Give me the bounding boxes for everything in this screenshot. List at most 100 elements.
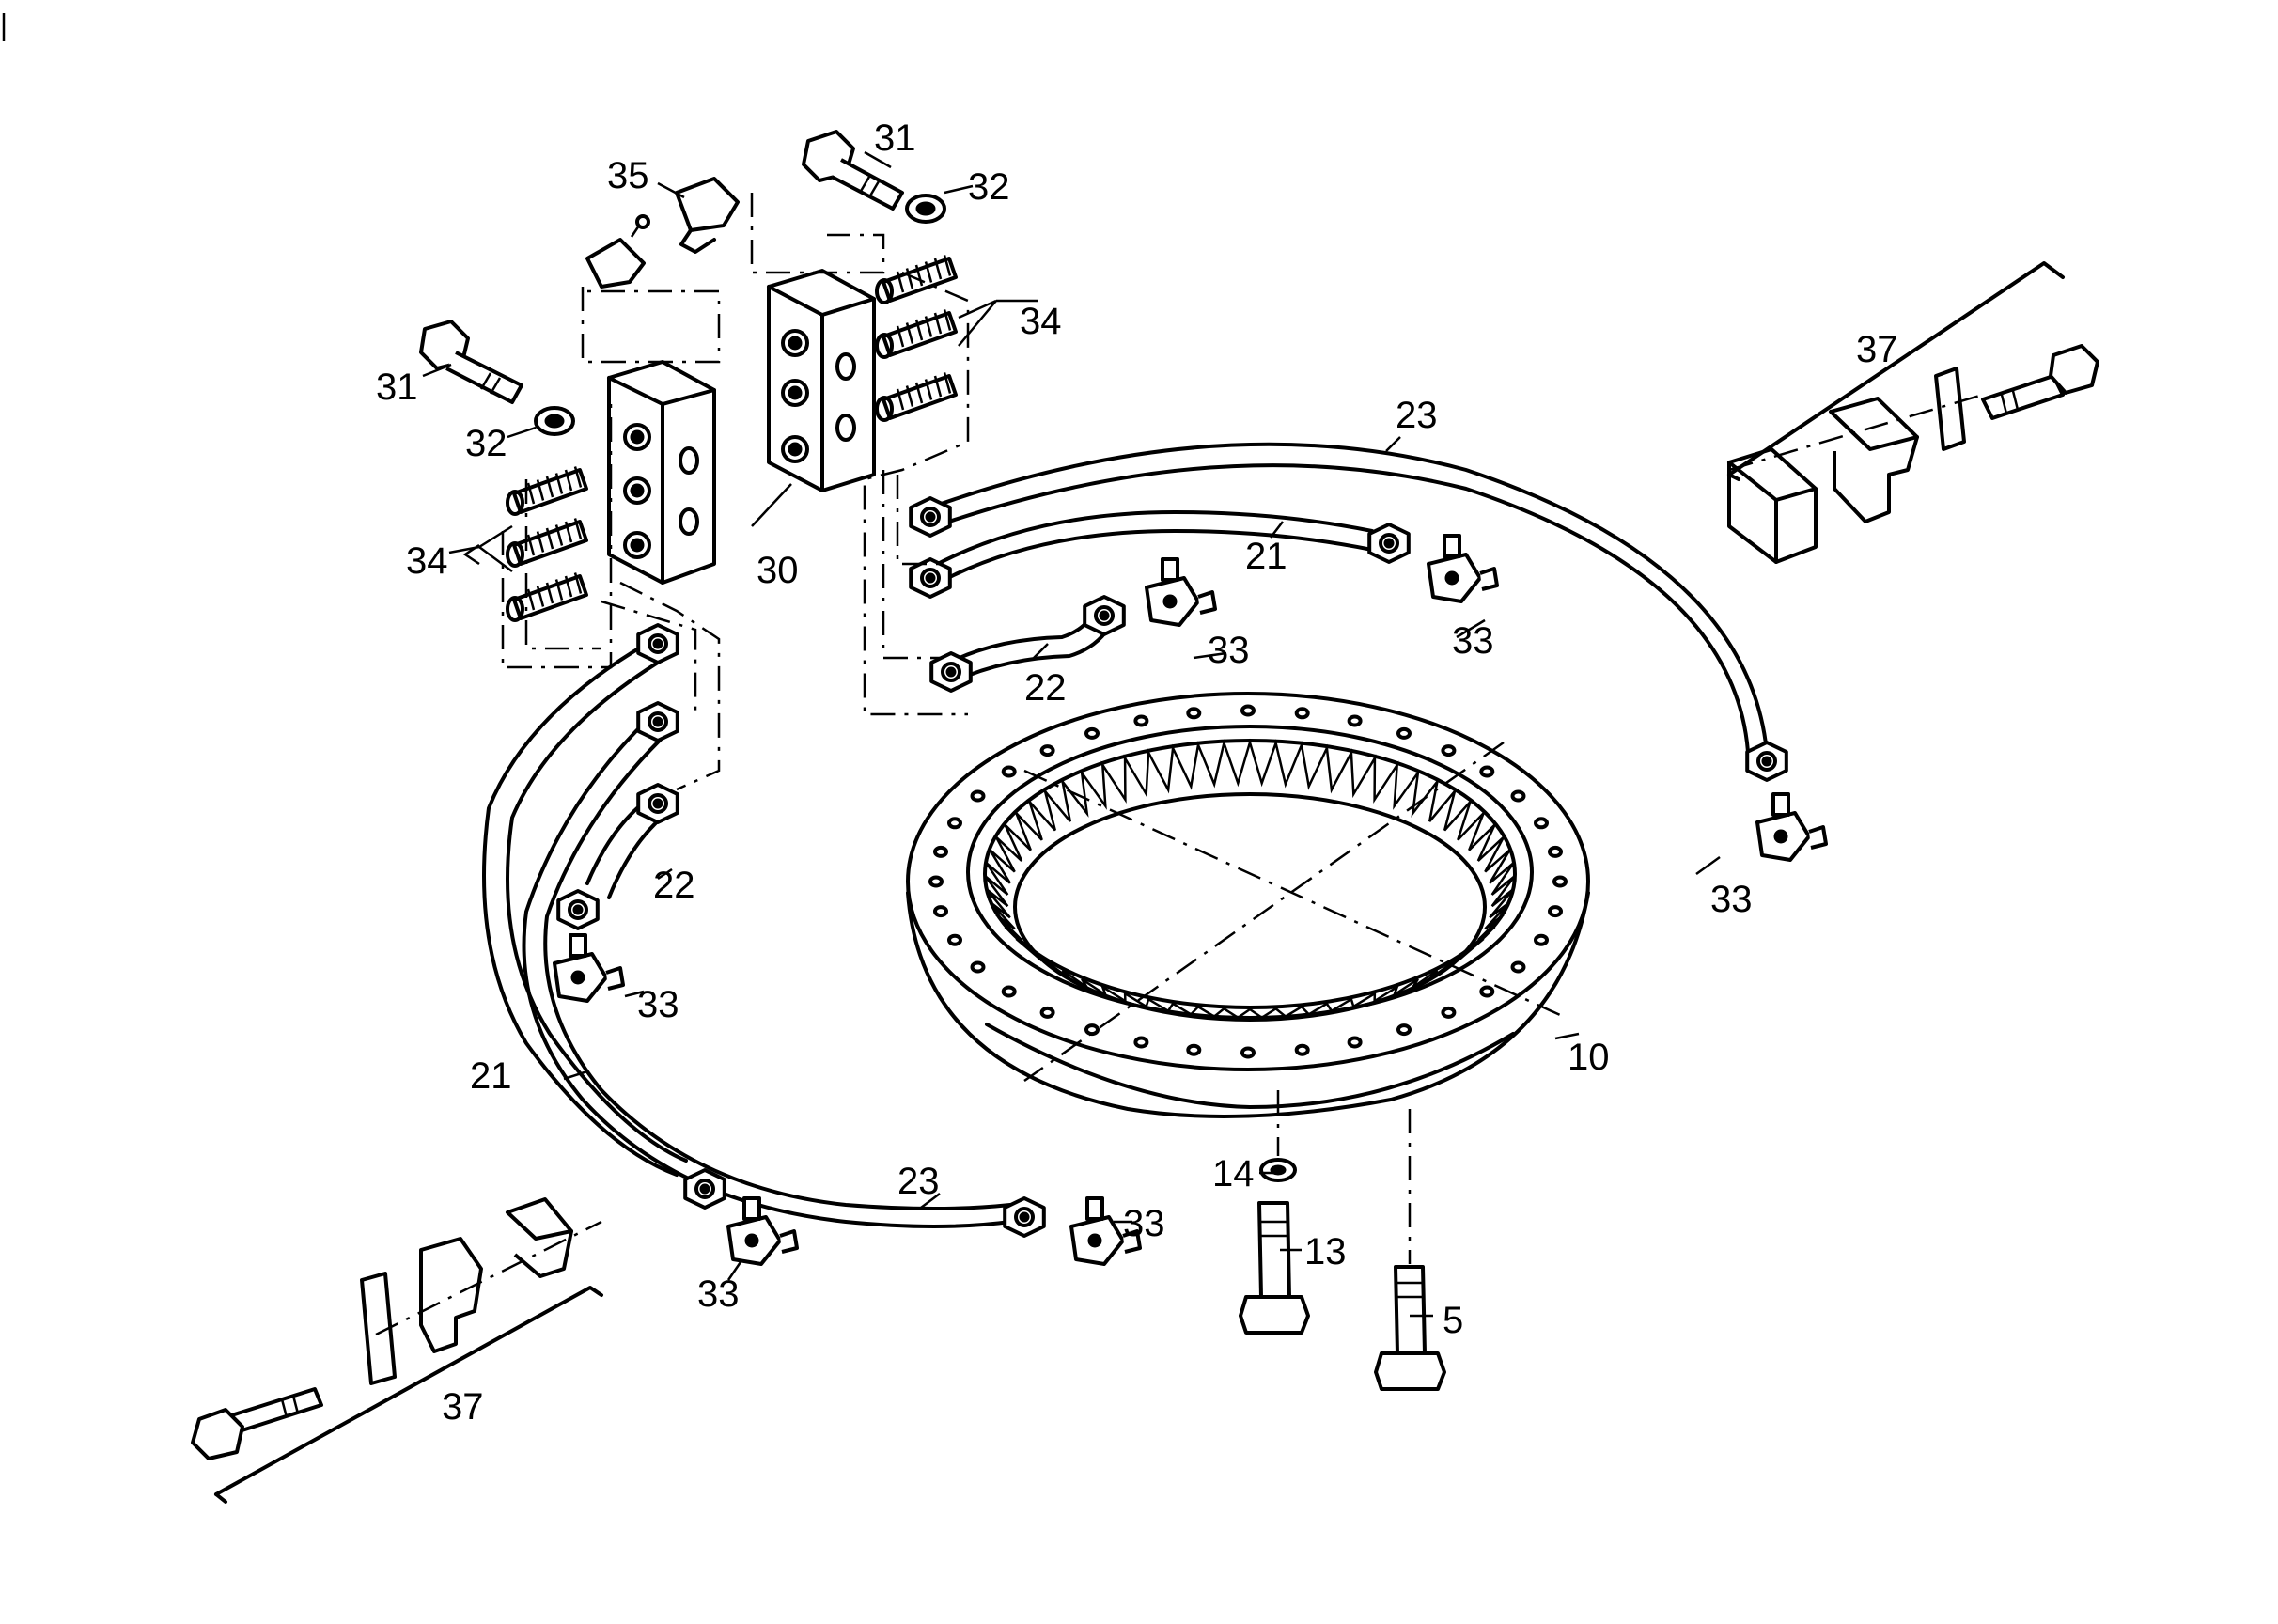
callouts: 35 31 32 34 31 32 34 30 37 23 21 33 33 2… (376, 117, 1898, 1428)
hose-23-bottom (522, 712, 1012, 1228)
bolt-hole (970, 960, 986, 974)
hose-nut (1003, 1196, 1046, 1238)
bolt-hole (1001, 765, 1017, 778)
hose-nut (929, 651, 973, 693)
callout-32-left: 32 (465, 423, 507, 464)
callout-23-top: 23 (1396, 395, 1438, 436)
distributor-block-right (767, 269, 876, 492)
callout-33-f: 33 (697, 1273, 740, 1315)
bolt-hole (1039, 744, 1055, 757)
callout-31-left: 31 (376, 367, 418, 408)
hose-nut (636, 783, 679, 824)
nipple (506, 466, 588, 516)
callout-5: 5 (1443, 1300, 1463, 1341)
bolt-hole (1552, 875, 1568, 888)
hose-nuts (556, 496, 1788, 1238)
bolt-hole (947, 933, 962, 946)
callout-33-e: 33 (1123, 1203, 1165, 1244)
hose-21-top (928, 510, 1374, 586)
gear-tooth-profile (984, 738, 1516, 1020)
callout-37-left: 37 (442, 1386, 484, 1428)
callout-30: 30 (757, 550, 799, 591)
washer-14 (1259, 1158, 1297, 1182)
callout-34-right: 34 (1020, 301, 1062, 342)
bolt-hole (1133, 714, 1149, 727)
callout-33-a: 33 (1208, 630, 1250, 671)
hose-nut (1745, 741, 1788, 782)
bolt-hole (1294, 707, 1310, 720)
elbow-fitting (1755, 792, 1828, 862)
bolt-hole (1001, 985, 1017, 998)
bolt-hole (1186, 1043, 1202, 1056)
callout-32-top: 32 (968, 166, 1010, 208)
bolt-hole (933, 905, 948, 918)
callout-33-d: 33 (637, 984, 679, 1025)
elbow-fitting (1427, 534, 1499, 603)
elbow-fitting (1145, 557, 1217, 627)
bolt-31-left (419, 320, 523, 404)
bolt-hole (947, 817, 962, 830)
bolt-hole (1548, 845, 1563, 858)
callout-14: 14 (1212, 1153, 1255, 1195)
bolt-hole (933, 845, 948, 858)
elbow-fitting (1069, 1196, 1142, 1266)
callout-33-b: 33 (1452, 620, 1494, 662)
bolt-31-top (802, 130, 904, 211)
callout-33-c: 33 (1710, 879, 1753, 920)
callout-22-left: 22 (653, 865, 695, 906)
callout-21-top: 21 (1245, 536, 1287, 577)
bolt-hole (1510, 789, 1526, 803)
bolt-hole (1240, 704, 1256, 717)
bolt-hole (1084, 726, 1100, 740)
bolt-holes (928, 704, 1568, 1059)
bolt-13 (1239, 1201, 1310, 1335)
hose-23-top (928, 442, 1769, 754)
bolt-hole (970, 789, 986, 803)
elbow-fittings-33 (553, 534, 1828, 1266)
hose-nut (683, 1168, 726, 1210)
fitting-35 (585, 177, 740, 289)
bolt-hole (1510, 960, 1526, 974)
callout-37-right: 37 (1856, 329, 1898, 370)
callout-21-left: 21 (470, 1055, 512, 1097)
bolt-hole (1548, 905, 1563, 918)
hose-nut (636, 701, 679, 742)
bolt-hole (1479, 985, 1495, 998)
distributor-block-left (607, 360, 716, 585)
bolt-hole (1240, 1046, 1256, 1059)
bolt-hole (1534, 817, 1549, 830)
bolt-hole (928, 875, 944, 888)
elbow-fitting (553, 933, 625, 1003)
bolt-hole (1479, 765, 1495, 778)
nipples-34 (506, 255, 958, 622)
bolt-hole (1396, 1023, 1412, 1037)
nipple (875, 309, 958, 359)
callout-22-top: 22 (1024, 667, 1067, 709)
bolt-hole (1039, 1006, 1055, 1019)
bolt-hole (1347, 714, 1363, 727)
hose-nut (909, 496, 952, 538)
arrow-mark (462, 543, 480, 566)
nipple (875, 372, 958, 422)
bolt-hole (1441, 744, 1457, 757)
callout-23-bottom: 23 (897, 1161, 940, 1202)
hose-nut (1083, 595, 1126, 636)
bolt-hole (1294, 1043, 1310, 1056)
nipple (506, 572, 588, 622)
bolt-hole (1133, 1036, 1149, 1049)
callout-34-left: 34 (406, 540, 448, 582)
callout-31-top: 31 (874, 117, 916, 159)
bolt-5 (1374, 1265, 1446, 1391)
elbow-fitting (726, 1196, 799, 1266)
clamp-set-37-right (1727, 261, 2099, 564)
hose-nut (909, 557, 952, 599)
washer-32-top (905, 194, 946, 224)
bolt-hole (1186, 707, 1202, 720)
bolt-hole (1441, 1006, 1457, 1019)
bolt-hole (1534, 933, 1549, 946)
leader-lines (422, 150, 1721, 1318)
bolt-hole (1347, 1036, 1363, 1049)
hose-nut (636, 623, 679, 664)
callout-13: 13 (1304, 1231, 1347, 1273)
